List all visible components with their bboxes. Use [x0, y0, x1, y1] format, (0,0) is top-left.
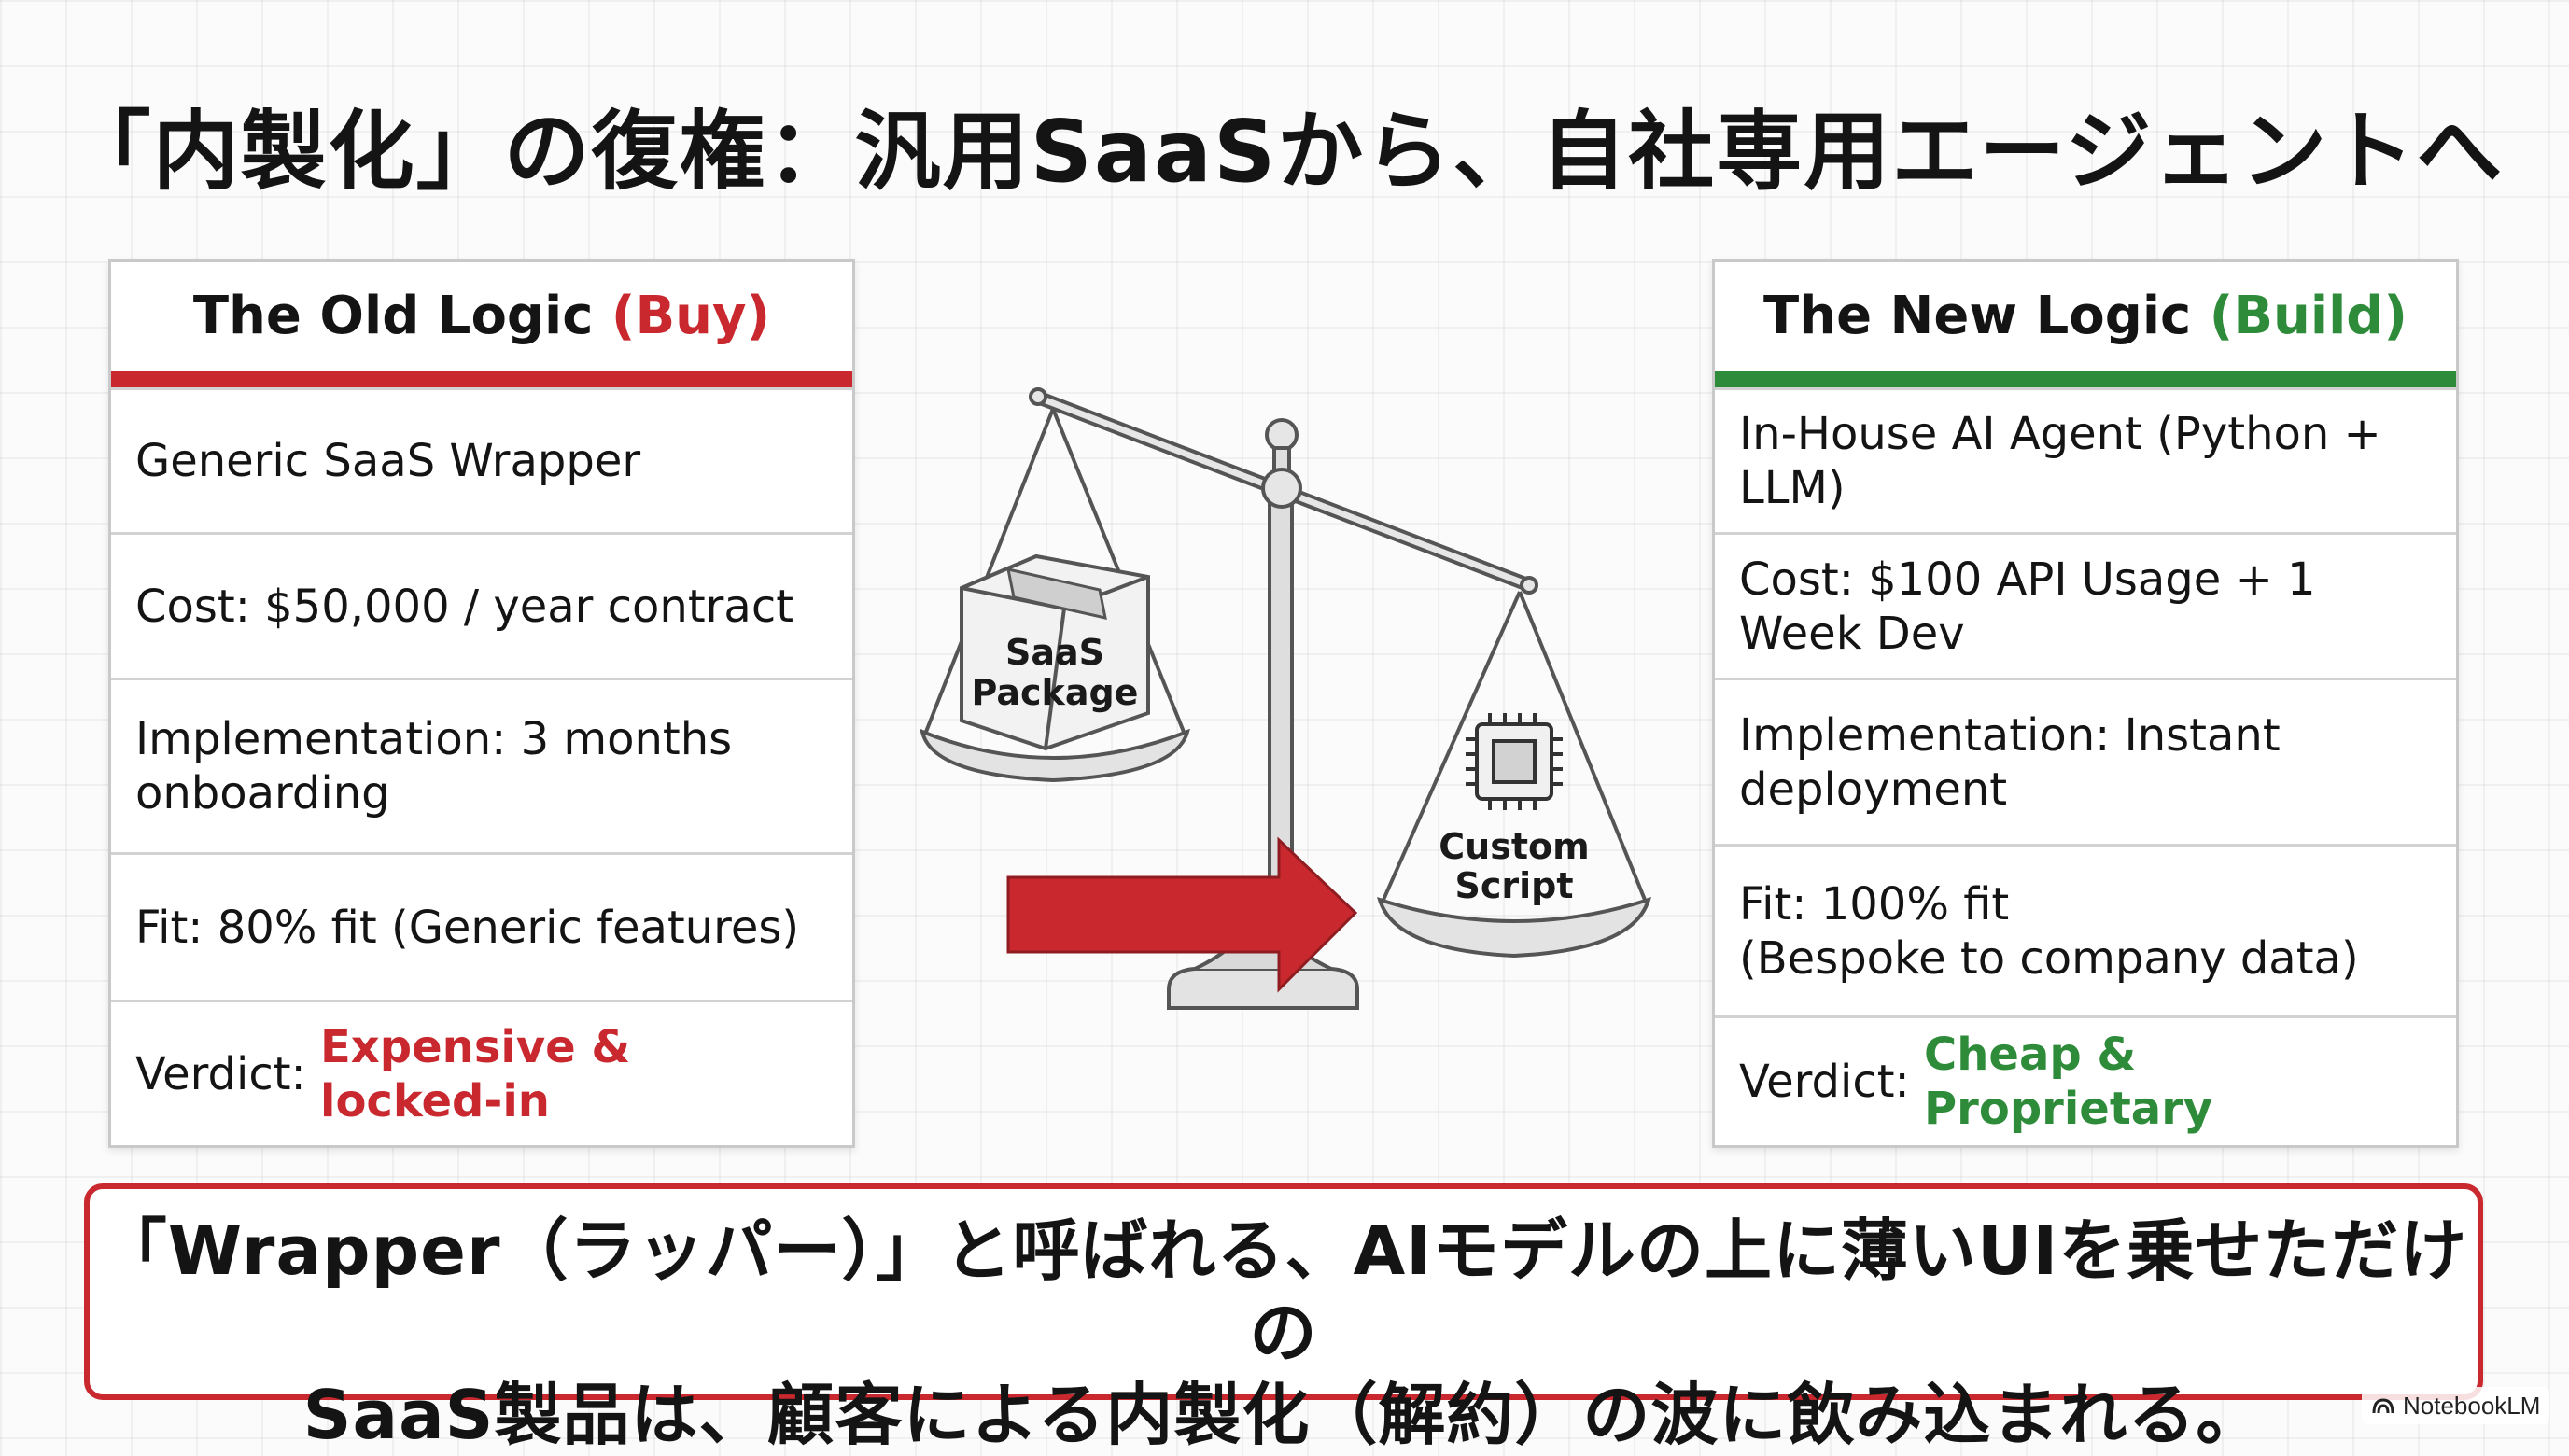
- old-logic-heading: The Old Logic (Buy): [111, 262, 852, 371]
- old-logic-heading-text: The Old Logic: [192, 286, 594, 346]
- buy-tag: (Buy): [611, 286, 771, 346]
- box-icon: [960, 553, 1150, 751]
- old-logic-panel: The Old Logic (Buy) Generic SaaS Wrapper…: [108, 259, 855, 1148]
- new-logic-heading: The New Logic (Build): [1715, 262, 2456, 371]
- old-logic-row: Fit: 80% fit (Generic features): [111, 852, 852, 1000]
- old-logic-row: Generic SaaS Wrapper: [111, 387, 852, 532]
- new-logic-heading-text: The New Logic: [1763, 286, 2192, 346]
- new-logic-row: In-House AI Agent (Python + LLM): [1715, 387, 2456, 532]
- new-logic-row: Cost: $100 API Usage + 1 Week Dev: [1715, 532, 2456, 678]
- notebooklm-logo-icon: [2372, 1398, 2394, 1414]
- new-logic-row: Fit: 100% fit (Bespoke to company data): [1715, 844, 2456, 1015]
- notebooklm-badge-text: NotebookLM: [2403, 1391, 2541, 1420]
- saas-package-label-1: SaaS: [1005, 632, 1104, 673]
- right-pan: [1377, 896, 1651, 959]
- chip-icon: [1466, 713, 1563, 810]
- saas-package-label-2: Package: [972, 672, 1139, 713]
- custom-script-label-2: Script: [1454, 865, 1573, 906]
- old-verdict-value: Expensive & locked-in: [319, 1020, 631, 1127]
- new-verdict-label: Verdict:: [1739, 1056, 1910, 1108]
- old-logic-row: Implementation: 3 months onboarding: [111, 678, 852, 852]
- new-logic-row: Implementation: Instant deployment: [1715, 678, 2456, 844]
- left-pan: [920, 728, 1190, 783]
- balance-scale-icon: SaaS Package Custom Script: [920, 387, 1651, 1010]
- bottom-message-box: 「Wrapper（ラッパー）」と呼ばれる、AIモデルの上に薄いUIを乗せただけの…: [84, 1183, 2483, 1454]
- old-verdict-label: Verdict:: [135, 1047, 306, 1100]
- new-logic-verdict-row: Verdict: Cheap & Proprietary: [1715, 1015, 2456, 1145]
- custom-script-label-1: Custom: [1439, 826, 1589, 867]
- new-logic-panel: The New Logic (Build) In-House AI Agent …: [1712, 259, 2459, 1148]
- old-logic-row: Cost: $50,000 / year contract: [111, 532, 852, 678]
- notebooklm-badge: NotebookLM: [2362, 1387, 2550, 1424]
- page-title: 「内製化」の復権：汎用SaaSから、自社専用エージェントへ: [64, 102, 2505, 202]
- new-logic-accent-bar: [1715, 371, 2456, 387]
- old-logic-verdict-row: Verdict: Expensive & locked-in: [111, 1000, 852, 1145]
- right-arrow-icon: [1006, 836, 1358, 993]
- old-logic-accent-bar: [111, 371, 852, 387]
- new-verdict-value: Cheap & Proprietary: [1923, 1029, 2213, 1135]
- build-tag: (Build): [2209, 286, 2408, 346]
